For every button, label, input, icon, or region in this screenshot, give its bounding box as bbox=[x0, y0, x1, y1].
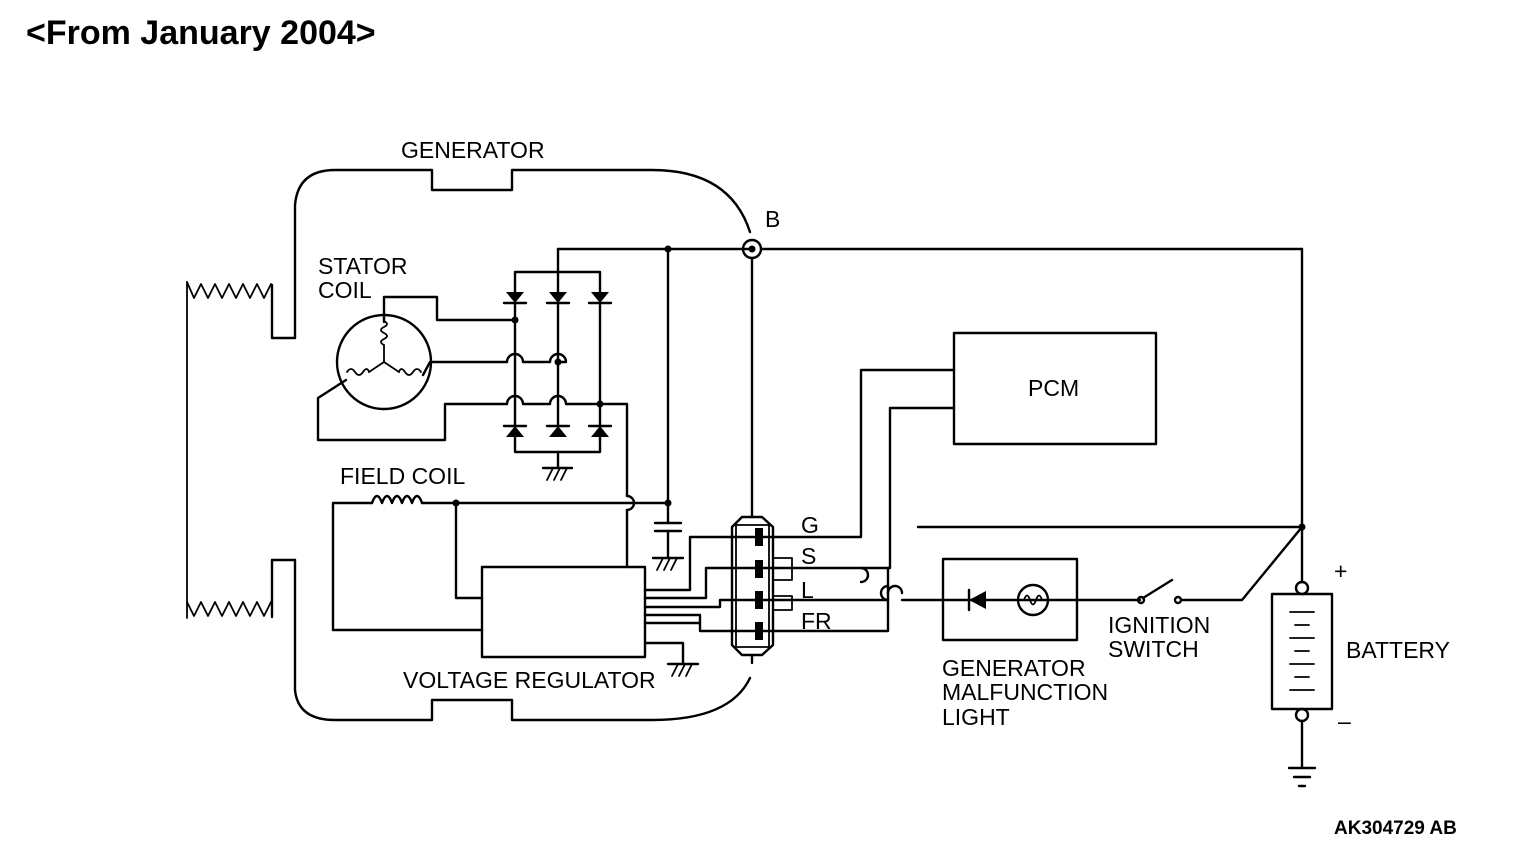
generator-malfunction-light bbox=[941, 557, 1079, 642]
generator-label: GENERATOR bbox=[401, 137, 545, 163]
terminal-l-label: L bbox=[801, 577, 814, 603]
voltage-regulator-box bbox=[480, 565, 700, 677]
battery-minus-label: – bbox=[1338, 708, 1351, 734]
voltage-regulator-label: VOLTAGE REGULATOR bbox=[403, 667, 656, 693]
field-coil-label: FIELD COIL bbox=[340, 463, 465, 489]
page-title: <From January 2004> bbox=[26, 14, 376, 52]
pcm-label: PCM bbox=[1028, 375, 1079, 401]
battery-plus-label: + bbox=[1334, 558, 1347, 584]
stator-coil-label-line2: COIL bbox=[318, 277, 372, 303]
terminal-b bbox=[741, 238, 1304, 529]
terminal-fr-label: FR bbox=[801, 608, 832, 634]
battery-symbol bbox=[1270, 580, 1334, 788]
terminal-b-label: B bbox=[765, 206, 780, 232]
malfunction-light-label-line2: MALFUNCTION bbox=[942, 679, 1108, 705]
pulley-symbol bbox=[186, 281, 272, 619]
ignition-switch bbox=[916, 523, 1306, 605]
malfunction-light-label-line3: LIGHT bbox=[942, 704, 1010, 730]
generator-connector bbox=[643, 368, 1142, 665]
ignition-switch-label-line1: IGNITION bbox=[1108, 612, 1210, 638]
rectifier-bridge bbox=[502, 247, 754, 569]
ignition-switch-label-line2: SWITCH bbox=[1108, 636, 1199, 662]
generator-housing bbox=[270, 168, 752, 722]
stator-coil-symbol bbox=[316, 295, 517, 442]
field-coil-circuit bbox=[331, 245, 685, 632]
battery-label: BATTERY bbox=[1346, 637, 1450, 663]
pcm-box bbox=[952, 331, 1158, 446]
stator-coil-label-line1: STATOR bbox=[318, 253, 407, 279]
terminal-g-label: G bbox=[801, 512, 819, 538]
malfunction-light-label-line1: GENERATOR bbox=[942, 655, 1086, 681]
figure-id: AK304729 AB bbox=[1334, 818, 1457, 839]
terminal-s-label: S bbox=[801, 543, 816, 569]
